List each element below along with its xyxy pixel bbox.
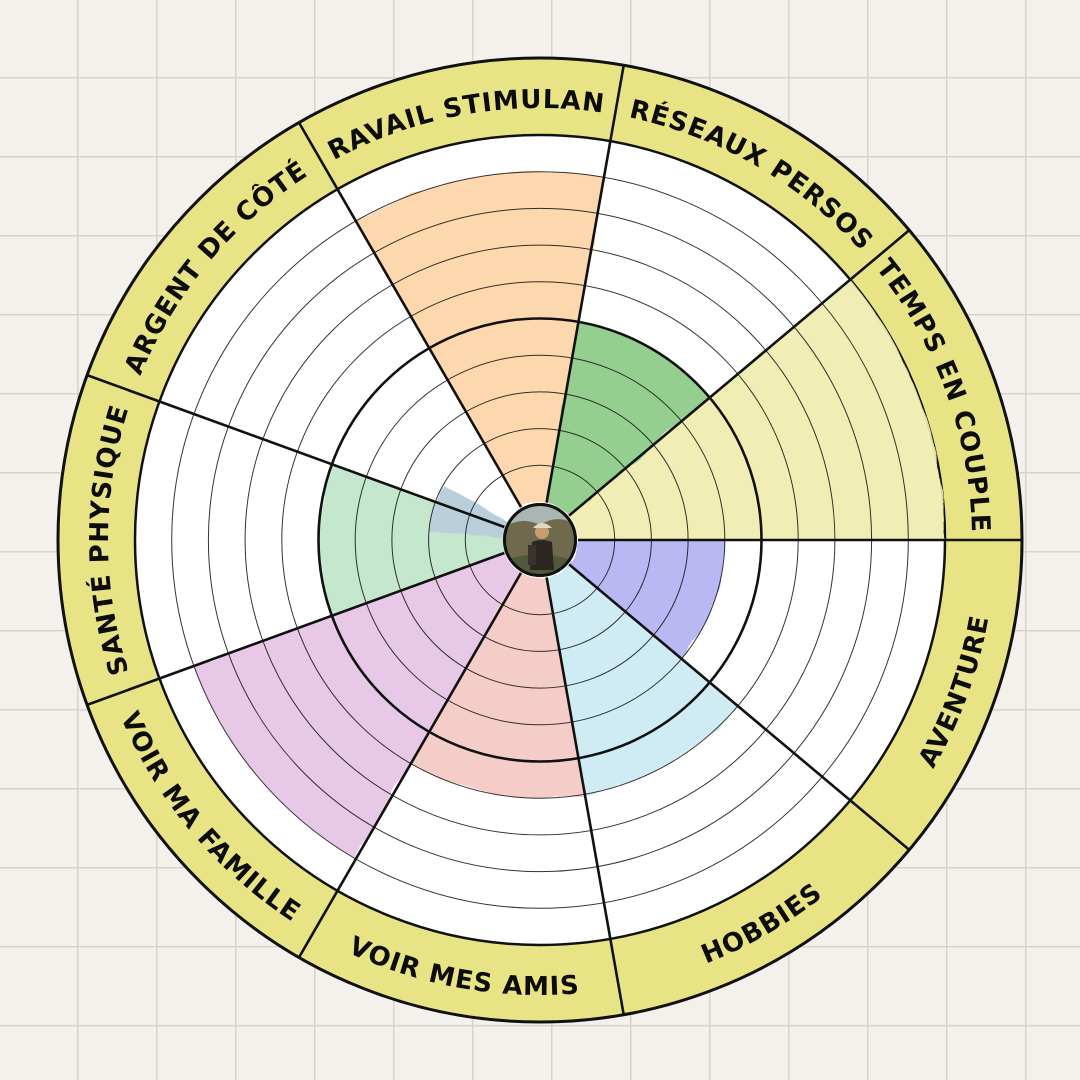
sector-divider <box>297 572 523 959</box>
sector-divider <box>545 577 625 1015</box>
sector-divider <box>568 563 911 851</box>
score-wedge <box>355 171 604 508</box>
score-wedge <box>569 279 946 540</box>
score-wedge <box>410 572 585 799</box>
score-wedge <box>546 321 710 516</box>
score-wedge <box>546 564 738 795</box>
score-wedge <box>569 540 725 659</box>
sector-divider <box>86 551 505 707</box>
sector-divider <box>568 229 911 517</box>
score-wedge-extra <box>428 484 507 538</box>
score-wedge <box>193 552 522 859</box>
sector-divider <box>297 121 523 508</box>
sector-divider <box>545 65 625 503</box>
sector-divider <box>86 373 505 529</box>
score-wedge <box>318 464 505 616</box>
